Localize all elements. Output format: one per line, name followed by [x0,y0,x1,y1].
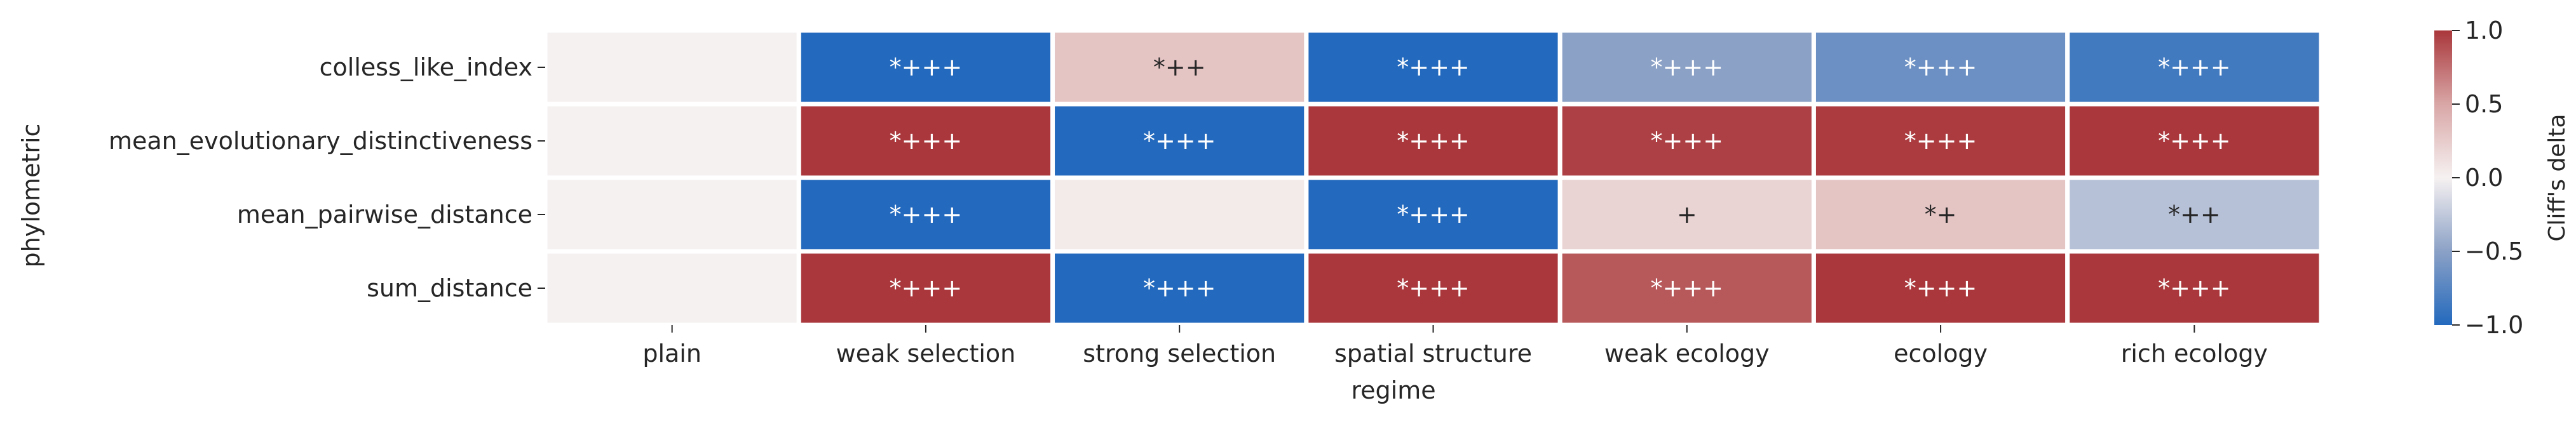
cell-annotation: *+++ [1397,274,1470,302]
colorbar: 1.0 0.5 0.0 −0.5 −1.0 Cliff's delta [2434,17,2570,339]
cell-annotation: *+++ [890,201,963,229]
colorbar-tick-label: −0.5 [2465,237,2523,265]
column-tick-label: weak ecology [1604,340,1770,368]
column-tick-label: weak selection [836,340,1016,368]
column-tick-label: plain [642,340,702,368]
cell-annotation: *+++ [1143,274,1216,302]
heatmap-cell [1050,102,1309,180]
colorbar-gradient [2434,30,2452,325]
cell-annotation: *+++ [1651,127,1724,155]
column-tick-label: ecology [1894,340,1988,368]
cell-annotation: + [1677,201,1697,229]
cell-annotation: *+++ [1143,127,1216,155]
cell-annotation: *+++ [1651,274,1724,302]
cell-annotation: *+++ [890,53,963,81]
heatmap-cell [1557,102,1816,180]
cell-annotation: *+++ [890,127,963,155]
cell-annotation: *+++ [1397,53,1470,81]
row-tick-label: colless_like_index [320,53,532,81]
colorbar-tick-label: 1.0 [2465,17,2503,44]
colorbar-tick-label: 0.5 [2465,90,2503,118]
cell-annotation: *++ [1153,53,1206,81]
cell-annotation: *+++ [1904,53,1977,81]
cell-annotations: *+++*++*+++*+++*+++*+++*+++*+++*+++*+++*… [890,53,2231,302]
heatmap-cells [543,28,2324,328]
cell-annotation: *+++ [1904,274,1977,302]
heatmap-cell [1811,28,2070,107]
row-tick-labels: colless_like_index mean_evolutionary_dist… [109,53,545,302]
x-axis-label: regime [1351,376,1435,404]
colorbar-label: Cliff's delta [2544,114,2570,241]
heatmap-cell [543,28,801,107]
row-tick-label: sum_distance [367,274,532,302]
cell-annotation: *+++ [2158,53,2231,81]
column-tick-label: strong selection [1083,340,1276,368]
cell-annotation: *+++ [1904,127,1977,155]
cell-annotation: *++ [2168,201,2221,229]
column-tick-labels: plain weak selection strong selection spati… [642,325,2268,368]
column-tick-label: spatial structure [1334,340,1532,368]
colorbar-tick-label: −1.0 [2465,311,2523,339]
heatmap-cell [2065,175,2324,254]
cell-annotation: *+++ [2158,127,2231,155]
cell-annotation: *+++ [1397,201,1470,229]
heatmap-cell [543,249,801,328]
row-tick-label: mean_pairwise_distance [237,201,532,229]
cell-annotation: *+ [1925,201,1957,229]
cell-annotation: *+++ [1397,127,1470,155]
column-tick-label: rich ecology [2121,340,2268,368]
heatmap-cell [2065,102,2324,180]
cell-annotation: *+++ [2158,274,2231,302]
cell-annotation: *+++ [1651,53,1724,81]
heatmap-cell [543,175,801,254]
heatmap-cell [1557,175,1816,254]
heatmap-cell [1811,175,2070,254]
colorbar-ticks: 1.0 0.5 0.0 −0.5 −1.0 [2452,17,2523,339]
colorbar-tick-label: 0.0 [2465,164,2503,192]
cell-annotation: *+++ [890,274,963,302]
heatmap-cell [543,102,801,180]
heatmap-cell [1811,249,2070,328]
heatmap-cell [796,249,1055,328]
heatmap-cell [1050,175,1309,254]
row-tick-label: mean_evolutionary_distinctiveness [109,127,532,155]
heatmap-cell [796,175,1055,254]
y-axis-label: phylometric [17,124,45,268]
